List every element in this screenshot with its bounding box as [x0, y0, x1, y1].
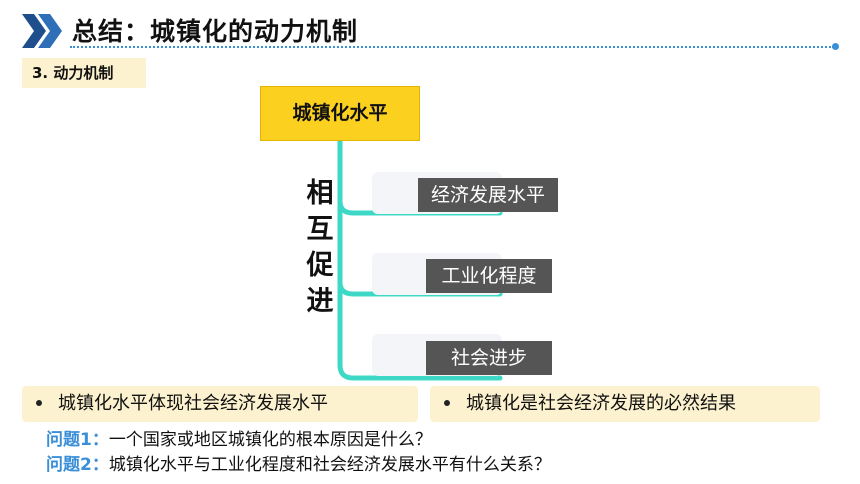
mutual-promotion-label: 相 互 促 进 — [300, 176, 340, 320]
summary-card-1: 城镇化水平体现社会经济发展水平 — [22, 386, 418, 422]
branch-node-social-progress: 社会进步 — [426, 341, 552, 375]
branch-line-2 — [337, 279, 503, 297]
question-text: 一个国家或地区城镇化的根本原因是什么？ — [108, 430, 432, 450]
question-label: 问题2： — [46, 455, 109, 475]
section-label: 3. 动力机制 — [22, 58, 146, 88]
question-2: 问题2：城镇化水平与工业化程度和社会经济发展水平有什么关系？ — [46, 454, 551, 476]
summary-card-text: 城镇化是社会经济发展的必然结果 — [466, 393, 736, 414]
vertical-char: 互 — [306, 214, 334, 245]
summary-card-2: 城镇化是社会经济发展的必然结果 — [430, 386, 820, 422]
chevron-right-icon — [22, 14, 62, 48]
page-title: 总结：城镇化的动力机制 — [72, 17, 359, 46]
top-node-urbanization-level: 城镇化水平 — [260, 86, 420, 141]
trunk-line — [337, 138, 503, 381]
bullet-icon — [444, 399, 450, 406]
question-label: 问题1： — [46, 430, 109, 450]
header-divider — [70, 46, 834, 48]
vertical-char: 促 — [306, 250, 334, 281]
branch-line-1 — [337, 198, 503, 216]
vertical-char: 进 — [306, 286, 334, 317]
question-1: 问题1：一个国家或地区城镇化的根本原因是什么？ — [46, 429, 432, 451]
summary-card-text: 城镇化水平体现社会经济发展水平 — [58, 393, 328, 414]
branch-node-industrialization: 工业化程度 — [426, 259, 552, 293]
vertical-char: 相 — [306, 178, 334, 209]
header-divider-dot — [832, 43, 839, 50]
bullet-icon — [36, 399, 42, 406]
question-text: 城镇化水平与工业化程度和社会经济发展水平有什么关系？ — [108, 455, 551, 475]
branch-node-economic-development: 经济发展水平 — [418, 178, 558, 212]
